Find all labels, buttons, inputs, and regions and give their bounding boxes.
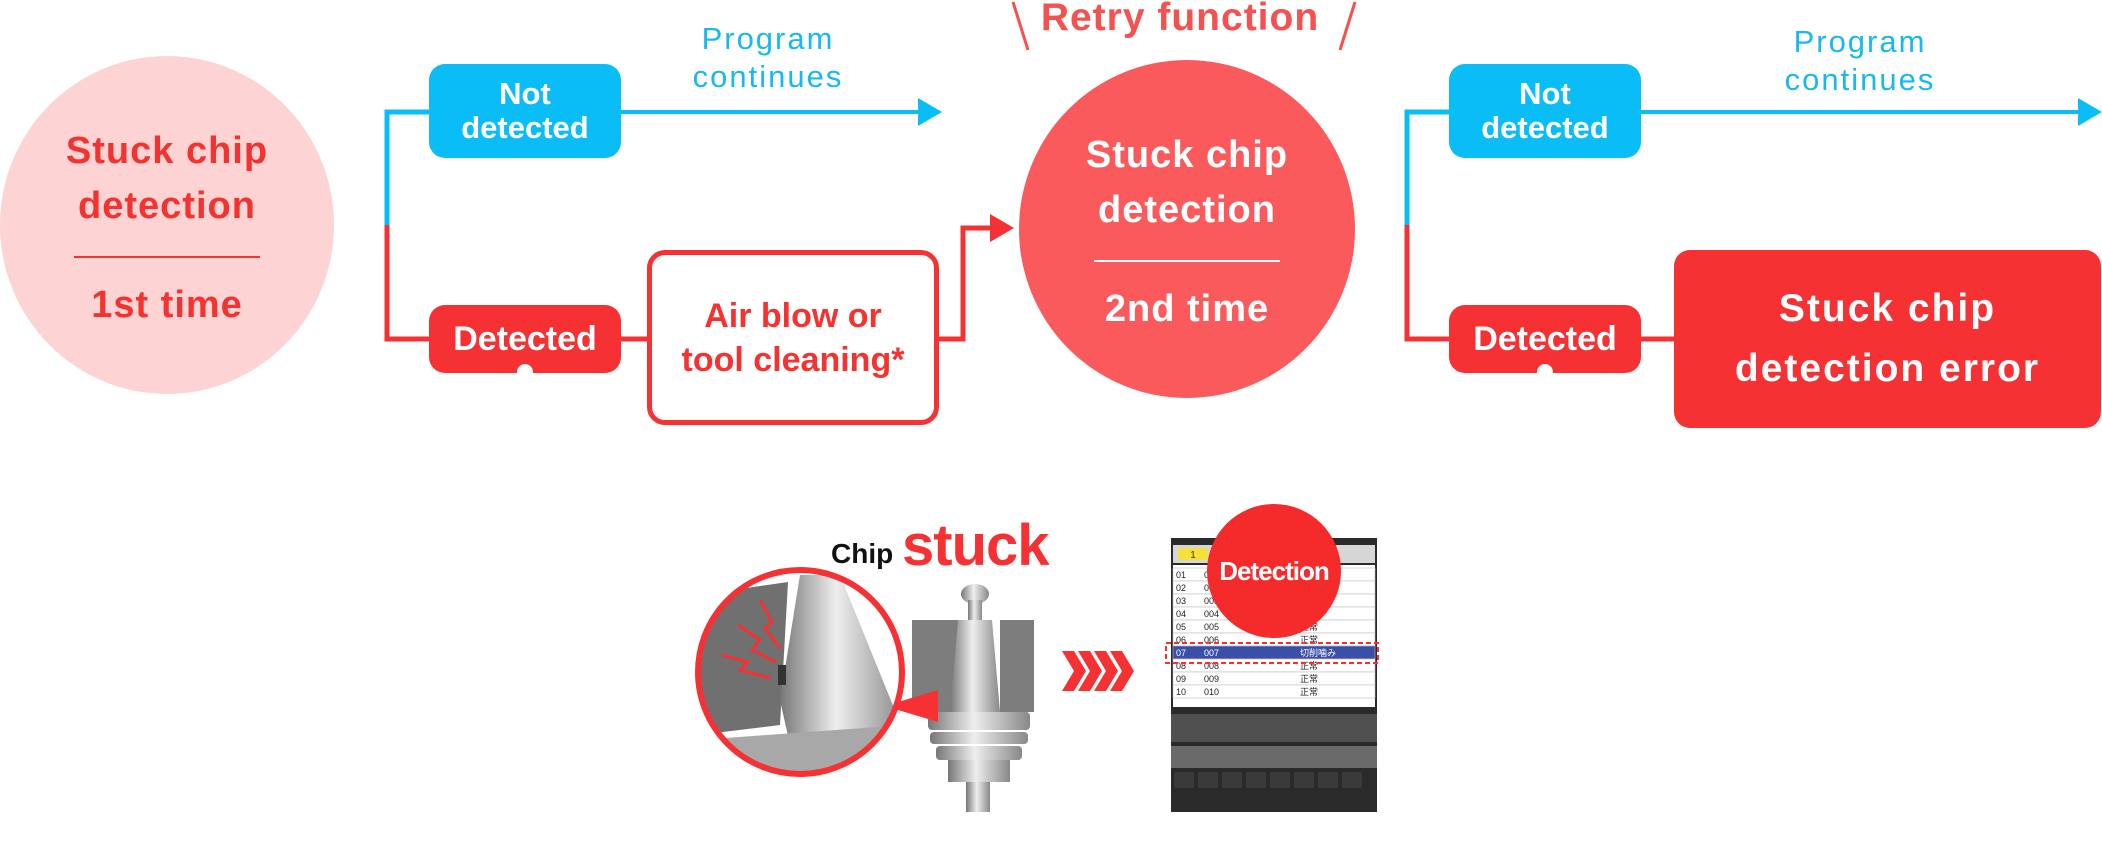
impact-lines-icon [737, 623, 777, 664]
retry-slash-right [1338, 1, 1357, 51]
screen-cell: 正常 [1300, 686, 1318, 697]
screen-cell: 009 [1204, 674, 1219, 684]
divider [1094, 259, 1280, 262]
first-detection-title: Stuck chip detection [65, 129, 269, 227]
screen-cell: 正常 [1300, 660, 1318, 671]
tool-holder-icon [928, 584, 1030, 812]
spindle-block-right [1000, 620, 1034, 712]
screen-cell: 007 [1204, 648, 1219, 658]
screen-cell: 切削噛み [1300, 647, 1336, 658]
second-detection-subtitle: 2nd time [1104, 287, 1270, 330]
stuck-chip-error-box: Stuck chip detection error [1674, 250, 2101, 428]
screen-cell: 正常 [1300, 634, 1318, 645]
program-continues-label-1: Program continues [692, 21, 844, 94]
detection-badge: Detection [1207, 504, 1341, 638]
highlight-frame [1165, 642, 1379, 664]
divider [74, 255, 260, 258]
not-detected-connector-1 [384, 109, 429, 225]
detected-connector-1 [384, 225, 429, 342]
first-detection-subtitle: 1st time [91, 283, 243, 326]
detected-box-2: Detected [1449, 305, 1641, 373]
screen-cell: 010 [1204, 687, 1219, 697]
detected-label-2: Detected [1473, 319, 1617, 358]
screen-cell: 03 [1176, 596, 1186, 606]
screen-cell: 04 [1176, 609, 1186, 619]
arrowhead-icon [2078, 98, 2102, 126]
magnified-view [698, 570, 902, 774]
screen-row: 09 009 正常 [1172, 671, 1376, 686]
screen-cell: 01 [1176, 570, 1186, 580]
notch [517, 364, 533, 373]
screen-cell: 004 [1204, 609, 1219, 619]
second-detection-circle: Stuck chip detection 2nd time [1019, 60, 1355, 398]
not-detected-connector-2 [1404, 109, 1449, 225]
retry-function-label: Retry function [1040, 0, 1320, 39]
detected-connector-2 [1404, 225, 1449, 342]
screen-row: 07 007 切削噛み [1172, 645, 1376, 660]
screen-cell: 006 [1204, 635, 1219, 645]
screen-cell: 06 [1176, 635, 1186, 645]
arrowhead-icon [990, 214, 1014, 242]
screen-row: 08 008 正常 [1172, 658, 1376, 673]
magnifier-ring [695, 567, 905, 777]
screen-cell: 10 [1176, 687, 1186, 697]
screen-cell: 08 [1176, 661, 1186, 671]
screen-cell: 09 [1176, 674, 1186, 684]
arrowhead-icon [918, 98, 942, 126]
detected-box-1: Detected [429, 305, 621, 373]
screen-cell: 003 [1204, 596, 1219, 606]
impact-lines-icon [721, 653, 771, 680]
screen-cell: 005 [1204, 622, 1219, 632]
screen-tab-label: 1 [1190, 550, 1196, 561]
screen-cell: 05 [1176, 622, 1186, 632]
chip-label: Chip [831, 538, 894, 569]
program-continues-label-2: Program continues [1784, 24, 1936, 97]
screen-tab [1178, 548, 1208, 560]
detected-label-1: Detected [453, 319, 597, 358]
retry-slash-left [1011, 1, 1030, 51]
impact-lines-icon [758, 599, 782, 649]
screen-cell: 正常 [1300, 673, 1318, 684]
first-detection-circle: Stuck chip detection 1st time [0, 56, 334, 394]
notch [1537, 364, 1553, 373]
chevron-arrows-icon [1062, 651, 1134, 691]
second-detection-title: Stuck chip detection [1085, 133, 1289, 231]
screen-cell: 07 [1176, 648, 1186, 658]
not-detected-box-2: Not detected [1449, 64, 1641, 158]
screen-cell: 02 [1176, 583, 1186, 593]
magnifier-pointer [885, 690, 938, 722]
screen-row: 10 010 正常 [1172, 684, 1376, 699]
stuck-label: stuck [902, 513, 1050, 578]
air-blow-cleaning-box: Air blow or tool cleaning* [647, 250, 939, 425]
not-detected-box-1: Not detected [429, 64, 621, 158]
action-to-retry-line [939, 225, 992, 342]
screen-cell: 008 [1204, 661, 1219, 671]
